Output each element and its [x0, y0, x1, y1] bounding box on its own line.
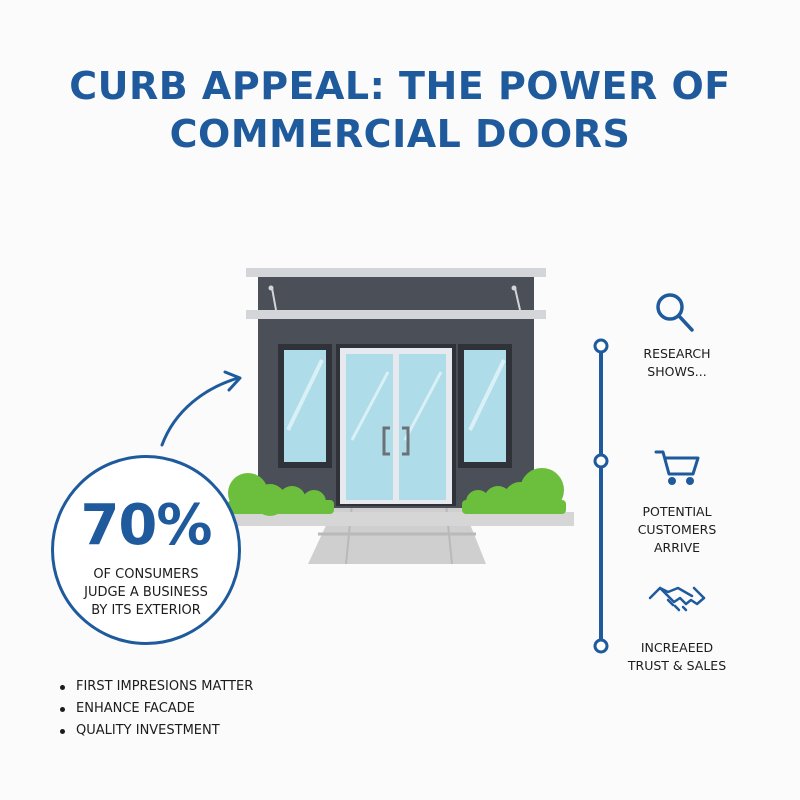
stat-caption-line: BY ITS EXTERIOR — [91, 603, 201, 618]
stat-circle: 70% OF CONSUMERS JUDGE A BUSINESS BY ITS… — [51, 455, 241, 645]
bullet-list: FIRST IMPRESIONS MATTER ENHANCE FACADE Q… — [58, 676, 253, 742]
step-customers-label: POTENTIAL CUSTOMERS ARRIVE — [602, 503, 752, 557]
right-window — [458, 344, 512, 468]
step-label-line: POTENTIAL — [642, 504, 712, 519]
roof-cornice — [246, 268, 546, 277]
step-label-line: INCREAEED — [640, 640, 714, 655]
handshake-icon — [648, 586, 706, 612]
step-research-label: RESEARCH SHOWS... — [602, 345, 752, 381]
bullet-item: FIRST IMPRESIONS MATTER — [58, 676, 253, 698]
step-trust-label: INCREAEED TRUST & SALES — [602, 639, 752, 675]
timeline-node-3 — [593, 638, 609, 654]
title-line-1: CURB APPEAL: THE POWER OF — [69, 64, 731, 108]
timeline-node-2 — [593, 453, 609, 469]
stat-caption: OF CONSUMERS JUDGE A BUSINESS BY ITS EXT… — [54, 566, 238, 620]
stat-caption-line: JUDGE A BUSINESS — [84, 585, 208, 600]
glass-double-door — [336, 344, 456, 506]
step-label-line: CUSTOMERS — [637, 522, 717, 537]
step-label-line: RESEARCH — [643, 346, 711, 361]
timeline — [593, 338, 609, 654]
step-label-line: ARRIVE — [653, 540, 701, 555]
title-line-2: COMMERCIAL DOORS — [169, 112, 631, 156]
awning-bar — [246, 310, 546, 319]
magnifier-icon — [656, 293, 694, 332]
stat-value: 70% — [80, 493, 212, 558]
left-window — [278, 344, 332, 468]
bullet-item: ENHANCE FACADE — [58, 698, 253, 720]
step-label-line: SHOWS... — [647, 364, 707, 379]
step-label-line: TRUST & SALES — [627, 658, 727, 673]
left-shrubs — [228, 473, 334, 516]
shopping-cart-icon — [654, 450, 700, 485]
bullet-item: QUALITY INVESTMENT — [58, 720, 253, 742]
stat-caption-line: OF CONSUMERS — [93, 567, 199, 582]
ground-strip — [230, 512, 574, 526]
page-title: CURB APPEAL: THE POWER OF COMMERCIAL DOO… — [0, 62, 800, 158]
curved-arrow-icon — [160, 370, 242, 447]
right-shrubs — [462, 468, 566, 514]
timeline-node-1 — [593, 338, 609, 354]
